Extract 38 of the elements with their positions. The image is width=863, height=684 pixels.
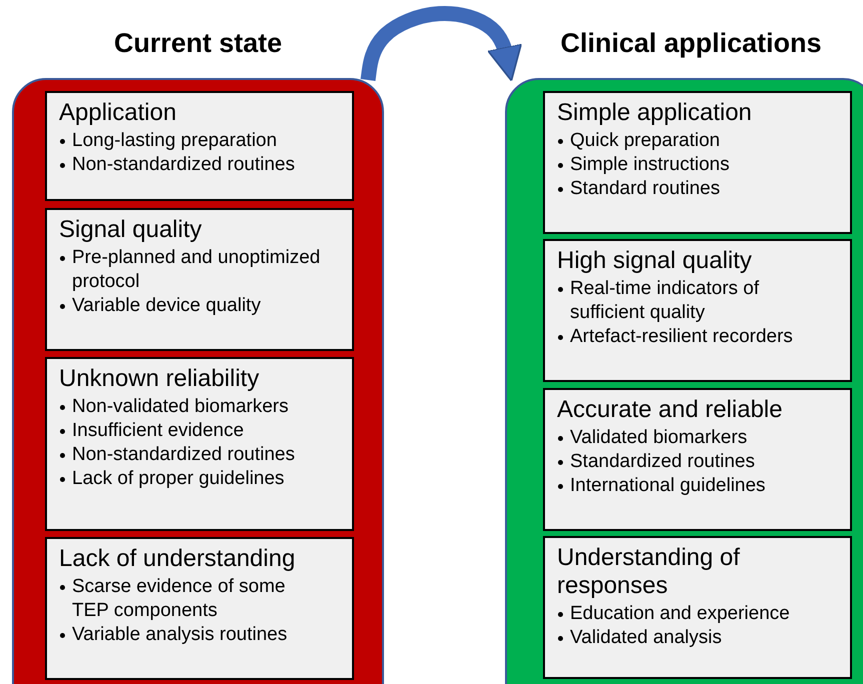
card-heading: High signal quality: [557, 247, 753, 275]
card: [543, 388, 852, 531]
bullet-text: Real-time indicators of sufficient quality: [570, 278, 760, 323]
card: [45, 537, 354, 680]
bullet-text: Artefact-resilient recorders: [570, 326, 793, 347]
bullet-text: Simple instructions: [570, 154, 730, 175]
bullet-text: Standardized routines: [570, 451, 755, 472]
card-heading: Simple application: [557, 99, 753, 127]
bullet-text: Non-validated biomarkers: [72, 396, 288, 417]
bullet-text: Pre-planned and unoptimized protocol: [72, 247, 320, 292]
card-heading: Application: [59, 99, 178, 127]
bullet-text: Quick preparation: [570, 130, 720, 151]
card-heading: Signal quality: [59, 216, 203, 244]
bullet-text: Non-standardized routines: [72, 444, 295, 465]
bullet-text: Scarse evidence of some TEP components: [72, 576, 286, 621]
panel-heading: Clinical applications: [559, 28, 823, 59]
card: [543, 239, 852, 382]
bullet-text: Education and experience: [570, 603, 790, 624]
card-heading: Understanding of responses: [557, 544, 741, 600]
bullet-text: Validated biomarkers: [570, 427, 748, 448]
bullet-text: Lack of proper guidelines: [72, 468, 284, 489]
card-heading: Lack of understanding: [59, 545, 296, 573]
bullet-text: Insufficient evidence: [72, 420, 244, 441]
card: [543, 536, 852, 679]
card: [543, 91, 852, 234]
bullet-text: Non-standardized routines: [72, 154, 295, 175]
bullet-text: Variable analysis routines: [72, 624, 288, 645]
card: [45, 357, 354, 531]
bullet-text: International guidelines: [570, 475, 766, 496]
card-heading: Unknown reliability: [59, 365, 260, 393]
card-heading: Accurate and reliable: [557, 396, 784, 424]
panel-heading: Current state: [112, 28, 284, 59]
card: [45, 91, 354, 201]
card: [45, 208, 354, 351]
bullet-text: Variable device quality: [72, 295, 261, 316]
bullet-text: Standard routines: [570, 178, 720, 199]
bullet-text: Validated analysis: [570, 627, 722, 648]
bullet-text: Long-lasting preparation: [72, 130, 277, 151]
